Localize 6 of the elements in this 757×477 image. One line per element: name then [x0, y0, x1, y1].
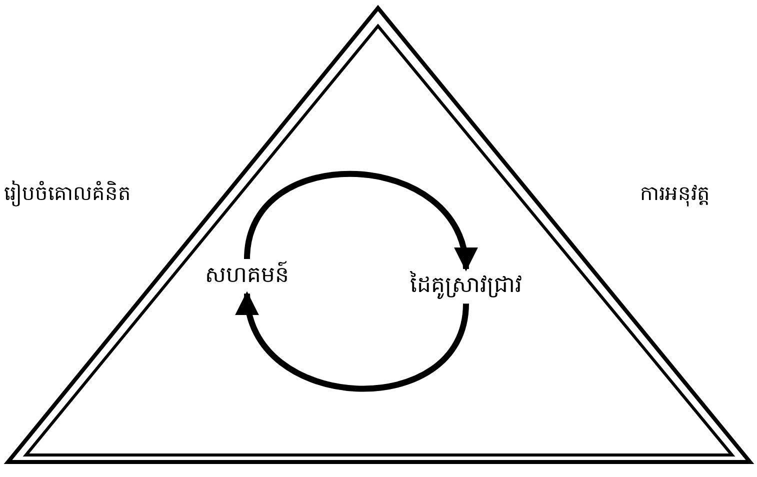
- node-label: ដៃគូស្រាវជ្រាវ: [410, 272, 522, 301]
- corner-label: រៀបចំគោលគំនិត: [4, 180, 131, 206]
- curved-arrow: [238, 291, 469, 392]
- corner-label: ការអនុវត្ត: [640, 180, 710, 206]
- curved-arrow: [244, 171, 475, 272]
- node-label: សហគមន៍: [205, 262, 289, 291]
